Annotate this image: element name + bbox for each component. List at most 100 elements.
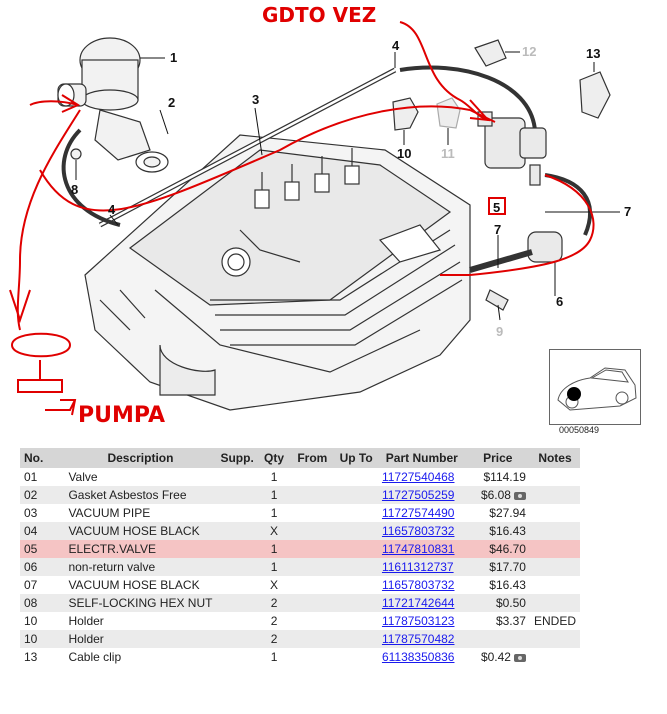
camera-icon[interactable]: [513, 653, 526, 662]
cell-upto: [334, 648, 378, 666]
cell-description: SELF-LOCKING HEX NUT: [64, 594, 217, 612]
camera-icon[interactable]: [513, 491, 526, 500]
part-number-link[interactable]: 11727574490: [381, 506, 455, 520]
image-code: 00050849: [559, 425, 600, 435]
cell-notes: [530, 576, 580, 594]
cell-upto: [334, 594, 378, 612]
cell-description: VACUUM PIPE: [68, 506, 151, 520]
part-number-link[interactable]: 11727540468: [381, 470, 455, 484]
cell-qty: X: [257, 522, 291, 540]
cell-qty: 1: [270, 470, 278, 484]
cell-price: $114.19: [466, 468, 530, 486]
callout-3: 3: [252, 92, 259, 107]
red-annotations: [9, 21, 595, 416]
cell-part-number: 11787503123: [378, 612, 466, 630]
cell-supp: [216, 504, 257, 522]
cell-upto: [334, 558, 378, 576]
col-part-number: Part Number: [377, 448, 466, 468]
annotation-top: GDTO VEZ: [262, 3, 376, 27]
valve-part: [57, 37, 169, 173]
part-number-link[interactable]: 11657803732: [381, 524, 455, 538]
cell-price: $16.43: [465, 522, 530, 540]
cell-from: [290, 504, 334, 522]
cell-notes: [529, 558, 580, 576]
part-number-link[interactable]: 11727505259: [381, 488, 455, 502]
cell-upto: [334, 468, 378, 486]
callout-9: 9: [496, 324, 503, 339]
cell-notes: [530, 504, 580, 522]
cell-description: non-return valve: [64, 558, 217, 576]
col-no: No.: [20, 448, 65, 468]
cell-qty: 1: [270, 506, 278, 520]
cell-no: 04: [20, 522, 65, 540]
engine-drawing: [84, 134, 471, 411]
cell-no: 08: [20, 594, 65, 612]
part-number-link[interactable]: 11747810831: [381, 542, 455, 556]
cell-part-number: 11747810831: [377, 540, 466, 558]
callout-4b: 4: [108, 202, 116, 217]
cell-no: 05: [20, 540, 65, 558]
cell-qty: X: [270, 578, 279, 592]
cell-upto: [334, 504, 378, 522]
cell-price: $46.70: [465, 540, 530, 558]
part-number-link[interactable]: 61138350836: [381, 650, 455, 664]
price-value: $27.94: [489, 506, 526, 520]
cell-description: Cable clip: [68, 650, 122, 664]
cell-price: $6.08: [465, 486, 530, 504]
cell-part-number: 11787570482: [377, 630, 466, 648]
cell-from: [290, 558, 335, 576]
cell-notes: [530, 468, 580, 486]
cell-no: 02: [20, 486, 65, 504]
callout-11: 11: [441, 146, 455, 161]
cell-qty: 2: [257, 630, 291, 648]
cell-description: VACUUM HOSE BLACK: [68, 578, 200, 592]
price-value: $46.70: [489, 542, 526, 556]
car-thumbnail[interactable]: [549, 349, 641, 425]
cell-part-number: 11727574490: [378, 504, 466, 522]
part-number-link[interactable]: 11611312737: [381, 560, 454, 574]
price-value: $16.43: [489, 524, 526, 538]
cell-upto: [334, 612, 378, 630]
part-number-link[interactable]: 11787570482: [381, 632, 455, 646]
cell-upto: [334, 486, 378, 504]
part-number-link[interactable]: 11657803732: [381, 578, 455, 592]
cell-description: ELECTR.VALVE: [64, 540, 217, 558]
cell-description: Gasket Asbestos Free: [64, 486, 217, 504]
cell-qty: 1: [257, 486, 291, 504]
col-description: Description: [64, 448, 217, 468]
cell-from: [290, 522, 335, 540]
table-header-row: No. Description Supp. Qty From Up To Par…: [20, 448, 580, 468]
price-value: $6.08: [480, 488, 511, 502]
cell-notes: [529, 486, 580, 504]
cell-from: [290, 576, 334, 594]
parts-diagram: 1 2 3 4 4 5 6 7 7 8 9 10 11 12 13 GDTO V…: [9, 3, 631, 428]
cell-upto: [334, 540, 378, 558]
part-number-link[interactable]: 11721742644: [381, 596, 455, 610]
part-number-link[interactable]: 11787503123: [381, 614, 455, 628]
cell-notes: [529, 594, 580, 612]
cell-description: VACUUM HOSE BLACK: [64, 522, 217, 540]
cell-notes: [529, 522, 580, 540]
cell-qty: 1: [257, 540, 291, 558]
cell-part-number: 11721742644: [377, 594, 466, 612]
cell-price: $3.37: [466, 612, 530, 630]
cell-qty: 2: [257, 594, 291, 612]
callout-2: 2: [168, 95, 175, 110]
cell-from: [290, 630, 335, 648]
cell-supp: [216, 540, 258, 558]
cell-no: 06: [20, 558, 65, 576]
cell-price: $16.43: [466, 576, 530, 594]
cell-no: 10: [24, 614, 38, 628]
callout-1: 1: [170, 50, 177, 65]
parts-table: No. Description Supp. Qty From Up To Par…: [20, 448, 580, 666]
cell-from: [290, 540, 335, 558]
cell-upto: [334, 576, 378, 594]
cell-from: [290, 486, 335, 504]
callout-5: 5: [493, 200, 500, 215]
cell-notes: ENDED: [533, 614, 576, 628]
cell-part-number: 11727505259: [377, 486, 466, 504]
